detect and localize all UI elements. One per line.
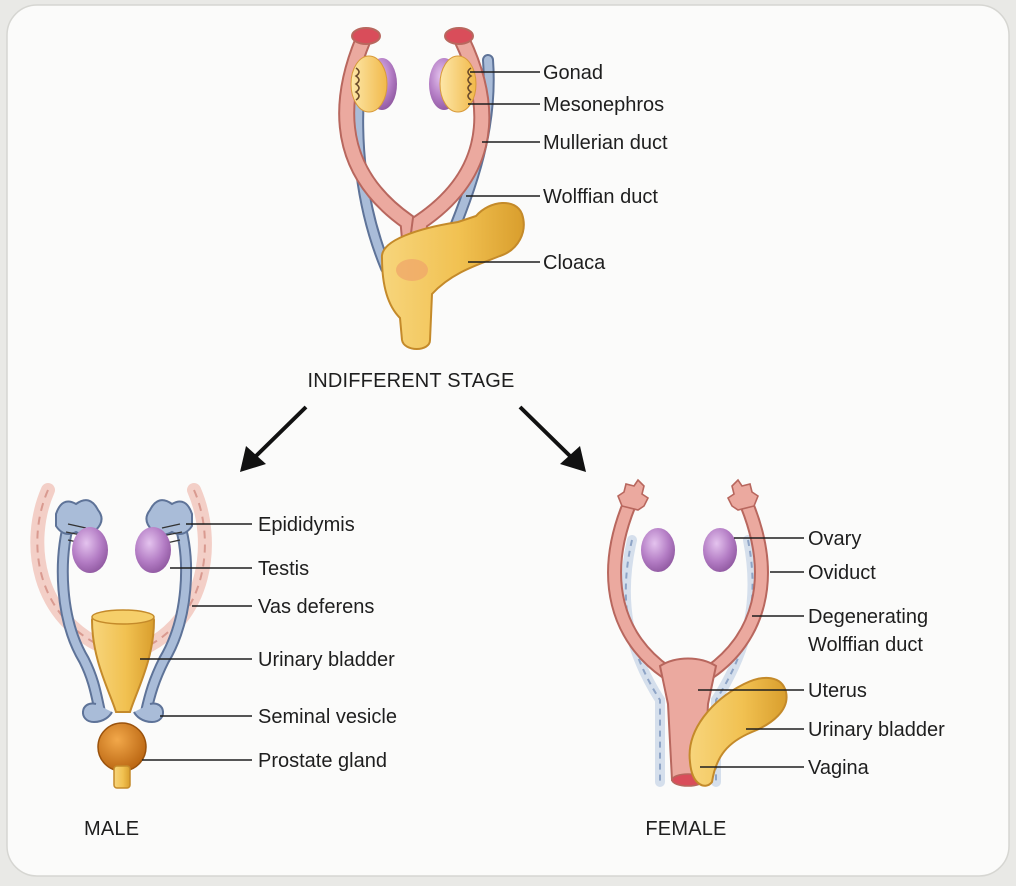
prostate-gland-label: Prostate gland: [258, 750, 387, 772]
testis-label: Testis: [258, 558, 309, 580]
female-stage-title: FEMALE: [645, 818, 726, 840]
ovary-label: Ovary: [808, 528, 861, 550]
testis-right: [135, 527, 171, 573]
prostate-gland-shape: [98, 723, 146, 771]
indifferent-stage-title: INDIFFERENT STAGE: [307, 370, 514, 392]
card-background: [7, 5, 1009, 876]
vas-deferens-label: Vas deferens: [258, 596, 374, 618]
male-urinary-bladder-label: Urinary bladder: [258, 649, 395, 671]
degenerating-label-line1: Degenerating: [808, 606, 928, 628]
gonad-label: Gonad: [543, 62, 603, 84]
urethra: [114, 766, 130, 788]
seminal-vesicle-label: Seminal vesicle: [258, 706, 397, 728]
uterus-label: Uterus: [808, 680, 867, 702]
oviduct-label: Oviduct: [808, 562, 876, 584]
female-urinary-bladder-label: Urinary bladder: [808, 719, 945, 741]
mullerian-duct-label: Mullerian duct: [543, 132, 668, 154]
ovary-right: [703, 528, 737, 572]
male-stage-title: MALE: [84, 818, 139, 840]
testis-left: [72, 527, 108, 573]
mesonephros-label: Mesonephros: [543, 94, 664, 116]
degenerating-label-line2: Wolffian duct: [808, 634, 923, 656]
epididymis-label: Epididymis: [258, 514, 355, 536]
vagina-label: Vagina: [808, 757, 870, 779]
cloaca-label: Cloaca: [543, 252, 606, 274]
ovary-left: [641, 528, 675, 572]
wolffian-duct-label: Wolffian duct: [543, 186, 658, 208]
